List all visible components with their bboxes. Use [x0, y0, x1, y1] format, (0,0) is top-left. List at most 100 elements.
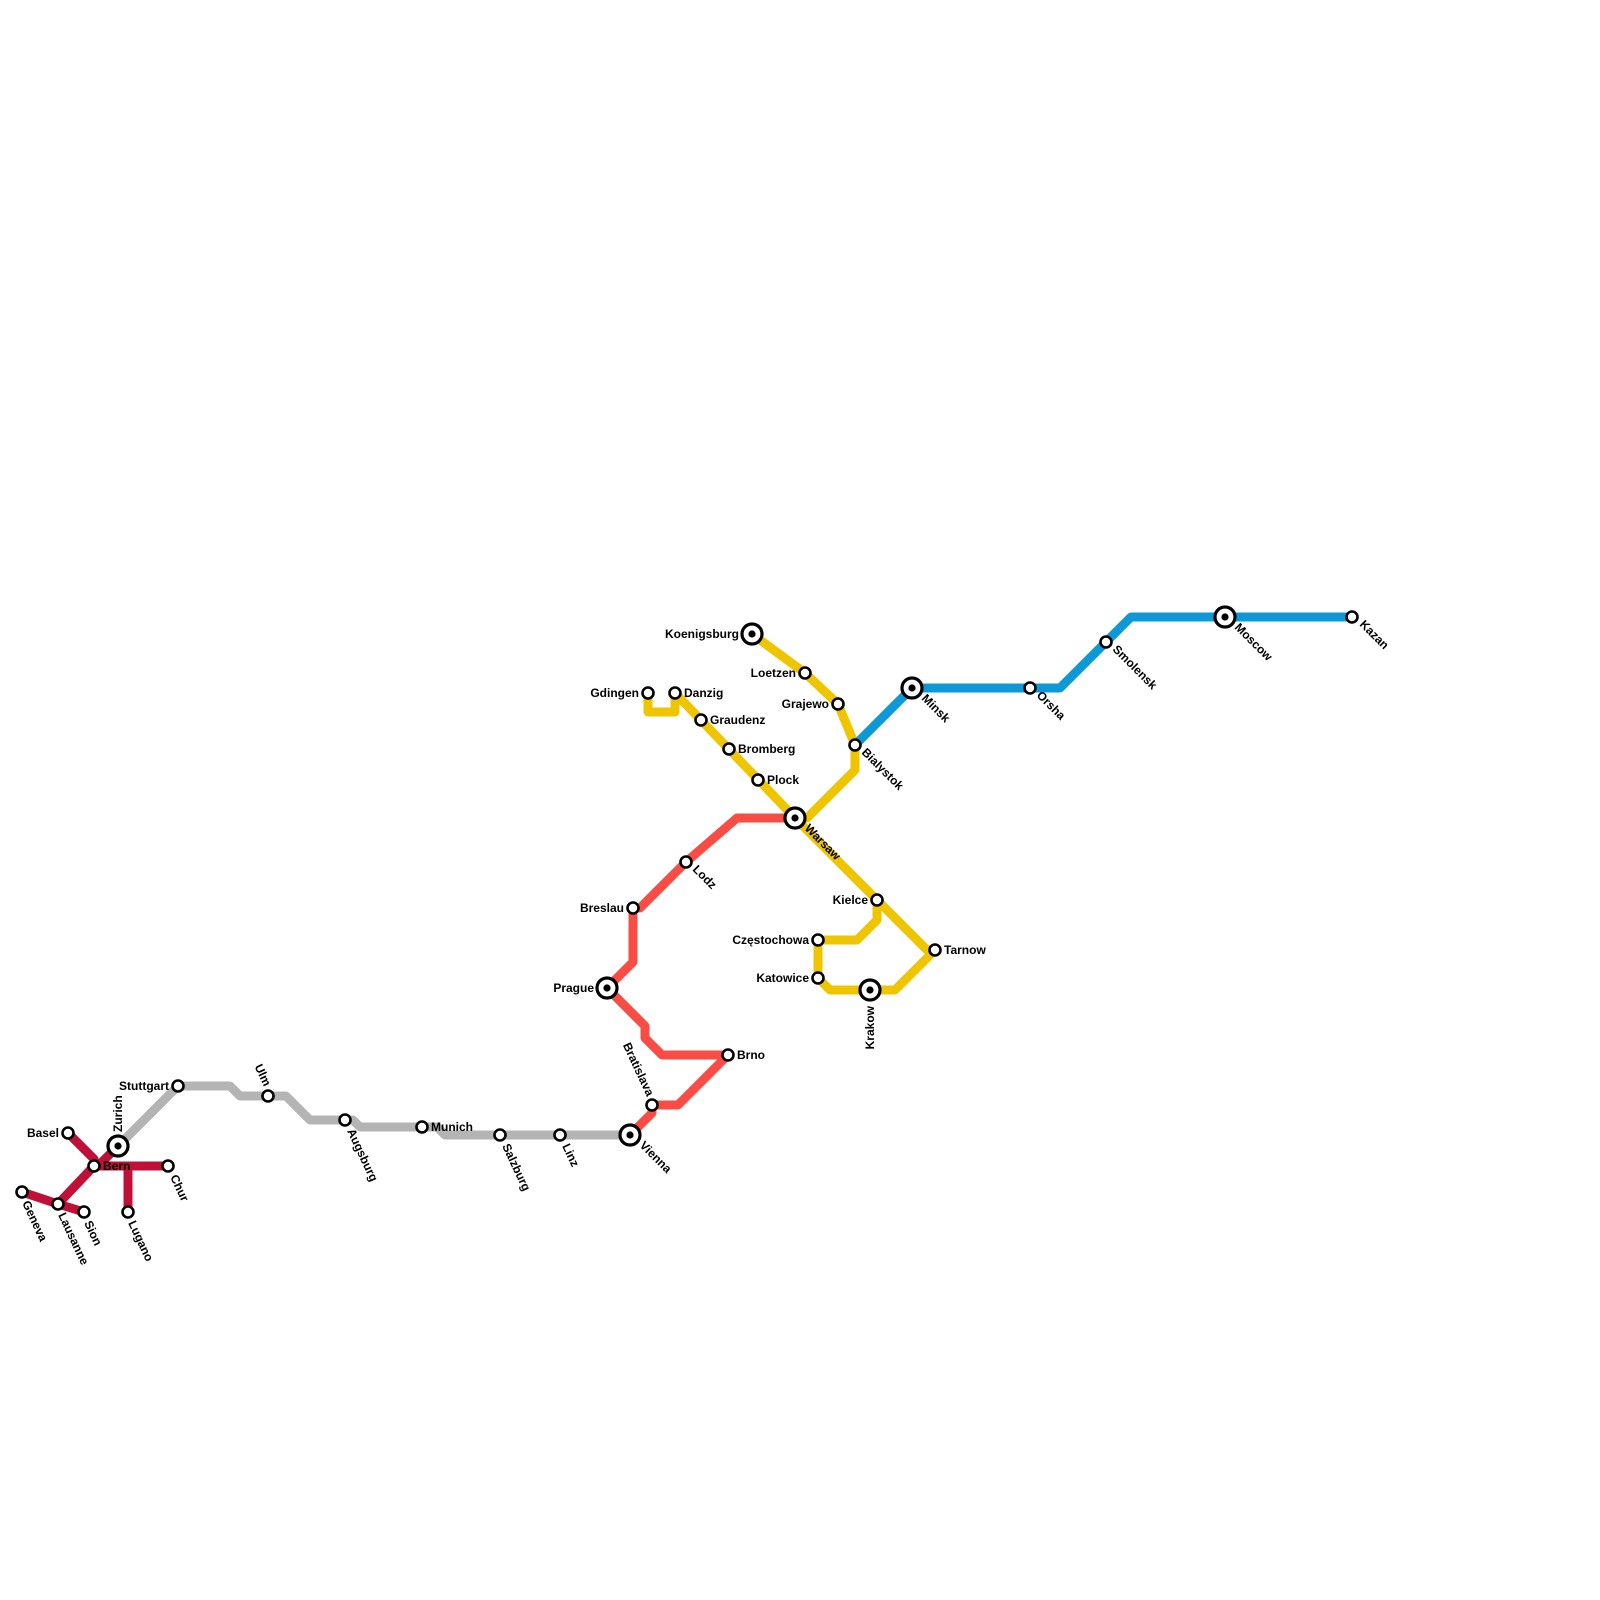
station-label-ulm: Ulm [252, 1062, 274, 1088]
station-marker-icon [61, 1126, 75, 1140]
line-red [602, 813, 800, 1140]
station-marker-icon [721, 1048, 735, 1062]
station-label-salzburg: Salzburg [499, 1141, 533, 1193]
station-label-katowice: Katowice [756, 971, 809, 985]
station-label-kazan: Kazan [1357, 617, 1392, 652]
interchange-dot-icon [908, 684, 916, 692]
station-label-kielce: Kielce [833, 893, 869, 907]
station-marker-icon [493, 1128, 507, 1142]
station-plock: Plock [751, 773, 799, 787]
station-label-chur: Chur [167, 1172, 192, 1204]
station-marker-icon [626, 901, 640, 915]
station-marker-icon [415, 1120, 429, 1134]
station-marker-icon [679, 855, 693, 869]
station-label-bialystok: Bialystok [859, 745, 907, 793]
station-marker-icon [338, 1113, 352, 1127]
station-label-lodz: Lodz [690, 862, 720, 892]
station-label-grajewo: Grajewo [782, 697, 829, 711]
station-label-linz: Linz [559, 1141, 582, 1169]
station-breslau: Breslau [580, 901, 640, 915]
station-label-moscow: Moscow [1232, 620, 1276, 664]
station-label-bromberg: Bromberg [738, 742, 795, 756]
station-label-cz-stochowa: Częstochowa [732, 933, 809, 947]
station-label-orsha: Orsha [1034, 688, 1069, 723]
station-marker-icon [641, 686, 655, 700]
station-label-breslau: Breslau [580, 901, 624, 915]
station-marker-icon [870, 893, 884, 907]
station-label-lugano: Lugano [125, 1218, 156, 1263]
station-label-basel: Basel [27, 1126, 59, 1140]
station-basel: Basel [27, 1126, 75, 1140]
line-yellow-segment-1 [747, 629, 940, 995]
station-marker-icon [15, 1185, 29, 1199]
line-blue [850, 612, 1357, 750]
interchange-dot-icon [114, 1142, 122, 1150]
station-marker-icon [51, 1197, 65, 1211]
station-marker-icon [928, 943, 942, 957]
station-danzig: Danzig [668, 686, 723, 700]
station-marker-icon [798, 666, 812, 680]
station-marker-icon [87, 1159, 101, 1173]
station-label-minsk: Minsk [919, 691, 953, 725]
station-zurich: Zurich [106, 1095, 130, 1158]
station-kielce: Kielce [833, 893, 884, 907]
station-chur: Chur [161, 1159, 192, 1204]
line-gray [113, 1081, 635, 1151]
station-label-augsburg: Augsburg [344, 1126, 381, 1183]
station-lodz: Lodz [679, 855, 720, 892]
station-label-munich: Munich [431, 1120, 473, 1134]
station-label-smolensk: Smolensk [1110, 642, 1160, 692]
station-label-krakow: Krakow [863, 1005, 877, 1049]
station-bromberg: Bromberg [722, 742, 795, 756]
station-label-tarnow: Tarnow [944, 943, 986, 957]
station-marker-icon [848, 738, 862, 752]
station-vienna: Vienna [618, 1123, 675, 1176]
station-marker-icon [831, 697, 845, 711]
station-bern: Bern [87, 1159, 130, 1173]
station-marker-icon [1345, 610, 1359, 624]
station-label-geneva: Geneva [19, 1198, 50, 1244]
station-brno: Brno [721, 1048, 765, 1062]
station-label-lausanne: Lausanne [55, 1210, 91, 1267]
station-label-bern: Bern [103, 1159, 130, 1173]
station-label-plock: Plock [767, 773, 799, 787]
station-marker-icon [811, 933, 825, 947]
station-munich: Munich [415, 1120, 473, 1134]
station-koenigsburg: Koenigsburg [665, 622, 764, 646]
station-marker-icon [161, 1159, 175, 1173]
station-tarnow: Tarnow [928, 943, 986, 957]
station-marker-icon [553, 1128, 567, 1142]
line-crimson-segment-6 [53, 1161, 99, 1209]
station-marker-icon [171, 1079, 185, 1093]
station-label-zurich: Zurich [111, 1095, 125, 1132]
station-label-gdingen: Gdingen [590, 686, 639, 700]
station-marker-icon [722, 742, 736, 756]
station-kazan: Kazan [1345, 610, 1392, 652]
interchange-dot-icon [866, 986, 874, 994]
station-katowice: Katowice [756, 971, 825, 985]
station-label-sion: Sion [81, 1218, 105, 1247]
station-label-graudenz: Graudenz [710, 713, 765, 727]
interchange-dot-icon [626, 1131, 634, 1139]
station-label-warsaw: Warsaw [802, 821, 844, 863]
station-marker-icon [645, 1098, 659, 1112]
station-marker-icon [77, 1205, 91, 1219]
station-marker-icon [751, 773, 765, 787]
station-label-koenigsburg: Koenigsburg [665, 627, 739, 641]
station-label-loetzen: Loetzen [751, 666, 796, 680]
station-marker-icon [261, 1089, 275, 1103]
station-stuttgart: Stuttgart [119, 1079, 185, 1093]
interchange-dot-icon [791, 814, 799, 822]
station-label-vienna: Vienna [637, 1138, 675, 1176]
interchange-dot-icon [1221, 613, 1229, 621]
station-marker-icon [1023, 681, 1037, 695]
station-label-stuttgart: Stuttgart [119, 1079, 169, 1093]
station-prague: Prague [553, 976, 619, 1000]
station-marker-icon [811, 971, 825, 985]
interchange-dot-icon [603, 984, 611, 992]
station-label-danzig: Danzig [684, 686, 723, 700]
line-yellow-segment-2 [643, 688, 800, 823]
station-graudenz: Graudenz [694, 713, 765, 727]
station-marker-icon [694, 713, 708, 727]
